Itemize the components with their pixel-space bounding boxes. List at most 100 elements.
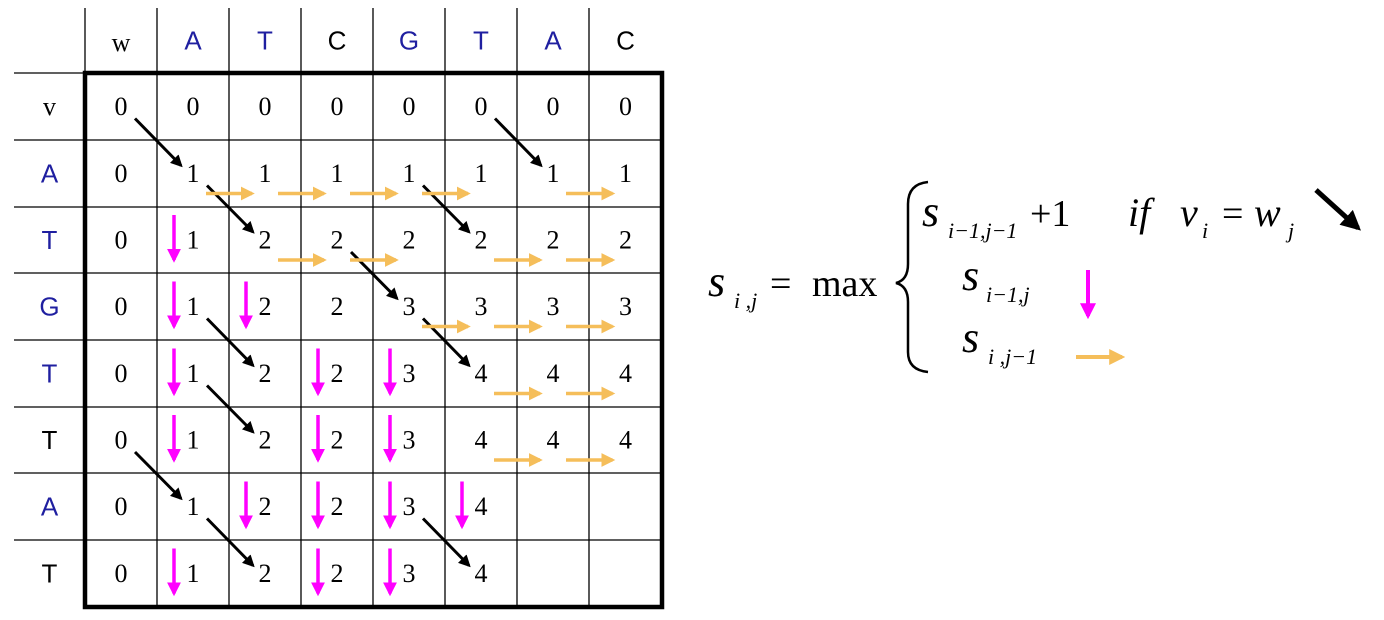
case1-plus-one: +1 [1030,193,1070,235]
matrix-cell-value: 2 [331,492,344,521]
row-header-base: T [42,225,58,255]
matrix-cell-value: 2 [259,359,272,388]
lhs-subscript: i ,j [734,288,757,313]
case1-s: s [922,187,939,236]
matrix-cell-value: 3 [403,292,416,321]
case1-v: v [1180,190,1198,235]
matrix-cell-value: 2 [331,359,344,388]
legend-diagonal-arrow [1314,188,1361,231]
matrix-cell-value: 3 [403,359,416,388]
matrix-cell-value: 0 [475,92,488,121]
case1-w-subscript: j [1285,218,1294,243]
matrix-cell-value: 1 [475,159,488,188]
column-header-base: T [473,26,489,56]
matrix-cell-value: 0 [115,559,128,588]
row-header-base: A [41,492,59,522]
matrix-cell-value: 2 [331,559,344,588]
matrix-cell-value: 0 [187,92,200,121]
matrix-cell-value: 2 [259,559,272,588]
matrix-cell-value: 1 [187,426,200,455]
matrix-cell-value: 2 [547,226,560,255]
row-header-base: T [42,559,58,589]
lhs-equals: = [770,263,791,305]
matrix-cell-value: 3 [403,426,416,455]
diagonal-arrow [205,384,255,434]
matrix-cell-value: 0 [115,492,128,521]
matrix-cell-value: 1 [403,159,416,188]
matrix-cell-value: 1 [619,159,632,188]
matrix-cell-value: 2 [331,292,344,321]
matrix-cell-value: 3 [547,292,560,321]
matrix-cell-value: 1 [187,292,200,321]
matrix-cell-value: 3 [403,492,416,521]
w-label: w [112,28,131,57]
matrix-cell-value: 1 [187,159,200,188]
matrix-cell-value: 1 [187,492,200,521]
matrix-cell-value: 2 [475,226,488,255]
column-header-base: G [399,26,419,56]
matrix-cell-value: 4 [475,359,488,388]
column-header-base: C [616,26,635,56]
case1-w: w [1254,190,1281,235]
matrix-cell-value: 3 [403,559,416,588]
matrix-cell-value: 1 [187,226,200,255]
matrix-frame [82,70,665,610]
v-label: v [43,92,56,121]
row-header-base: A [41,159,59,189]
case2-subscript: i−1,j [986,282,1030,307]
max-label: max [812,263,877,305]
column-header-base: A [544,26,562,56]
matrix-cell-value: 0 [115,92,128,121]
matrix-cell-value: 1 [547,159,560,188]
matrix-cell-value: 0 [331,92,344,121]
diagonal-arrow [133,450,183,501]
matrix-cell-value: 0 [259,92,272,121]
matrix-cell-value: 1 [187,359,200,388]
case1-v-subscript: i [1202,218,1208,243]
matrix-cell-value: 1 [259,159,272,188]
matrix-cell-value: 2 [331,426,344,455]
column-header-base: T [257,26,273,56]
diagonal-arrow [205,317,255,368]
diagonal-arrow [133,117,183,168]
column-header-base: A [184,26,202,56]
diagonal-arrow [421,517,471,568]
left-brace [895,180,929,374]
matrix-cell-value: 4 [619,359,632,388]
matrix-cell-value: 2 [331,226,344,255]
matrix-cell-value: 4 [475,559,488,588]
matrix-cell-value: 0 [115,226,128,255]
matrix-cell-value: 3 [475,292,488,321]
case3-subscript: i ,j−1 [988,344,1037,369]
matrix-cell-value: 3 [619,292,632,321]
matrix-cell-value: 4 [475,492,488,521]
matrix-cell-value: 2 [259,292,272,321]
row-header-base: T [42,425,58,455]
matrix-cell-value: 4 [619,426,632,455]
case1-equals: = [1222,193,1243,235]
matrix-cell-value: 2 [259,426,272,455]
matrix-cell-value: 0 [115,292,128,321]
matrix-cell-value: 1 [331,159,344,188]
matrix-cell-value: 4 [547,359,560,388]
matrix-cell-value: 0 [619,92,632,121]
matrix-cell-value: 2 [259,226,272,255]
row-header-base: T [42,359,58,389]
matrix-cell-value: 0 [115,159,128,188]
matrix-cell-value: 0 [547,92,560,121]
matrix-cell-value: 2 [259,492,272,521]
matrix-cell-value: 0 [115,359,128,388]
column-header-base: C [328,26,347,56]
case1-if: if [1128,190,1155,235]
case3-s: s [962,313,979,362]
matrix-cell-value: 2 [403,226,416,255]
matrix-cell-value: 4 [475,426,488,455]
diagonal-arrow [205,517,255,568]
lhs-s: s [708,257,725,306]
case1-subscript: i−1,j−1 [948,218,1017,243]
matrix-cell-value: 2 [619,226,632,255]
matrix-cell-value: 0 [115,426,128,455]
